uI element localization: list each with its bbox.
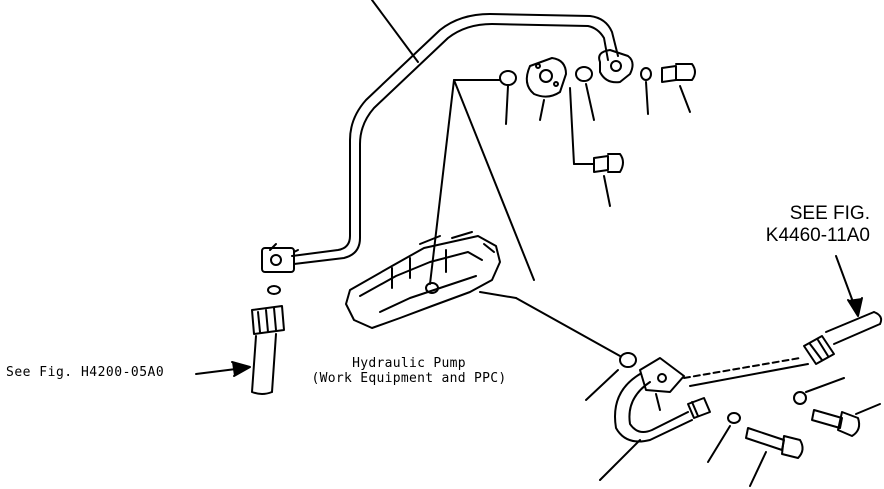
- bolt-lower-1: [745, 427, 804, 459]
- washer-lower-1: [727, 412, 741, 424]
- ref-left-arrowhead: [231, 361, 251, 377]
- bolt-top: [661, 63, 696, 83]
- straight-fitting-lower: [687, 397, 711, 419]
- ref-left-label: See Fig. H4200-05A0: [6, 365, 165, 380]
- hose-coupling-right: [803, 335, 835, 365]
- o-ring-top-2: [575, 66, 593, 82]
- ref-right-line2: K4460-11A0: [765, 225, 870, 246]
- leader-pump-port-2: [515, 297, 621, 357]
- leader-pump-2: [453, 79, 535, 281]
- leader-washer-top: [645, 81, 649, 115]
- leader-pump-port: [479, 291, 517, 299]
- leader-bolt-middle: [603, 175, 611, 207]
- elbow-fitting-left: [261, 243, 299, 273]
- leader-washer-lower-1: [707, 425, 731, 463]
- leader-flange-top: [539, 99, 545, 121]
- flange-fitting-lower: [639, 357, 685, 411]
- pump-label: Hydraulic Pump (Work Equipment and PPC): [278, 356, 540, 386]
- bolt-middle: [593, 153, 624, 173]
- leader-bolt-top: [679, 85, 691, 113]
- leader-bolt-lower-2: [855, 403, 881, 415]
- leader-o-ring-top-2: [585, 83, 595, 121]
- pump-label-line2: (Work Equipment and PPC): [311, 371, 507, 386]
- connection-dashed: [683, 357, 801, 379]
- hose-right: [825, 311, 883, 345]
- leader-bolt-lower-1: [749, 451, 767, 487]
- o-ring-lower: [619, 352, 637, 368]
- leader-top-tube: [371, 0, 419, 63]
- hose-coupling-left: [251, 305, 285, 335]
- pump-label-line1: Hydraulic Pump: [352, 356, 466, 371]
- leader-o-ring-lower: [585, 369, 619, 401]
- o-ring-top-1: [499, 70, 517, 86]
- flange-fitting-top: [598, 49, 634, 84]
- ref-right-line1: SEE FIG.: [789, 203, 870, 224]
- leader-pump-3: [429, 79, 455, 285]
- ref-right-arrowhead: [847, 297, 863, 317]
- leader-washer-lower-2: [805, 377, 845, 393]
- ref-right-label: SEE FIG. K4460-11A0: [748, 203, 870, 247]
- leader-o-ring-top-1: [505, 85, 509, 125]
- split-flange-top: [525, 57, 567, 98]
- hydraulic-pump: [345, 231, 501, 329]
- bolt-lower-2: [811, 409, 861, 437]
- o-ring-elbow: [267, 285, 281, 295]
- leader-u-tube: [599, 439, 641, 481]
- leader-bolt-mid-path: [569, 87, 575, 165]
- connection-line: [689, 363, 809, 387]
- lower-u-tube: [614, 373, 693, 443]
- washer-lower-2: [793, 391, 807, 405]
- washer-top: [640, 67, 652, 81]
- hose-left: [251, 333, 277, 395]
- hydraulic-tube-outer: [291, 13, 619, 257]
- hydraulic-tube-inner: [293, 23, 609, 265]
